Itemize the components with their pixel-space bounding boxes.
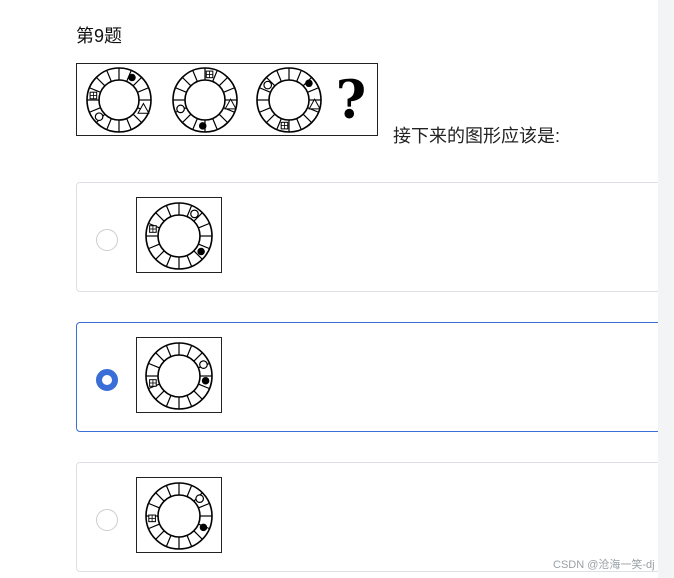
option-a-wheel-icon — [145, 202, 213, 270]
question-card: 第9题 ? 接下来的图形应该是: — [0, 0, 658, 578]
question-stem-image: ? — [76, 63, 378, 136]
wheel-3-icon — [256, 67, 322, 133]
wheel-1-icon — [86, 67, 152, 133]
wheel-2-icon — [172, 67, 238, 133]
option-b[interactable] — [76, 322, 658, 432]
option-c-radio[interactable] — [96, 509, 118, 531]
option-a-image — [136, 197, 222, 273]
csdn-watermark: CSDN @沧海一笑-dj — [553, 559, 655, 571]
option-c-wheel-icon — [145, 482, 213, 550]
option-c-image — [136, 477, 222, 553]
option-c[interactable] — [76, 462, 658, 572]
question-mark-icon: ? — [336, 70, 366, 131]
question-title: 第9题 — [76, 26, 123, 46]
option-b-image — [136, 337, 222, 413]
option-a[interactable] — [76, 182, 658, 292]
option-b-radio[interactable] — [96, 369, 118, 391]
option-a-radio[interactable] — [96, 229, 118, 251]
question-prompt: 接下来的图形应该是: — [393, 126, 561, 146]
option-b-wheel-icon — [145, 342, 213, 410]
